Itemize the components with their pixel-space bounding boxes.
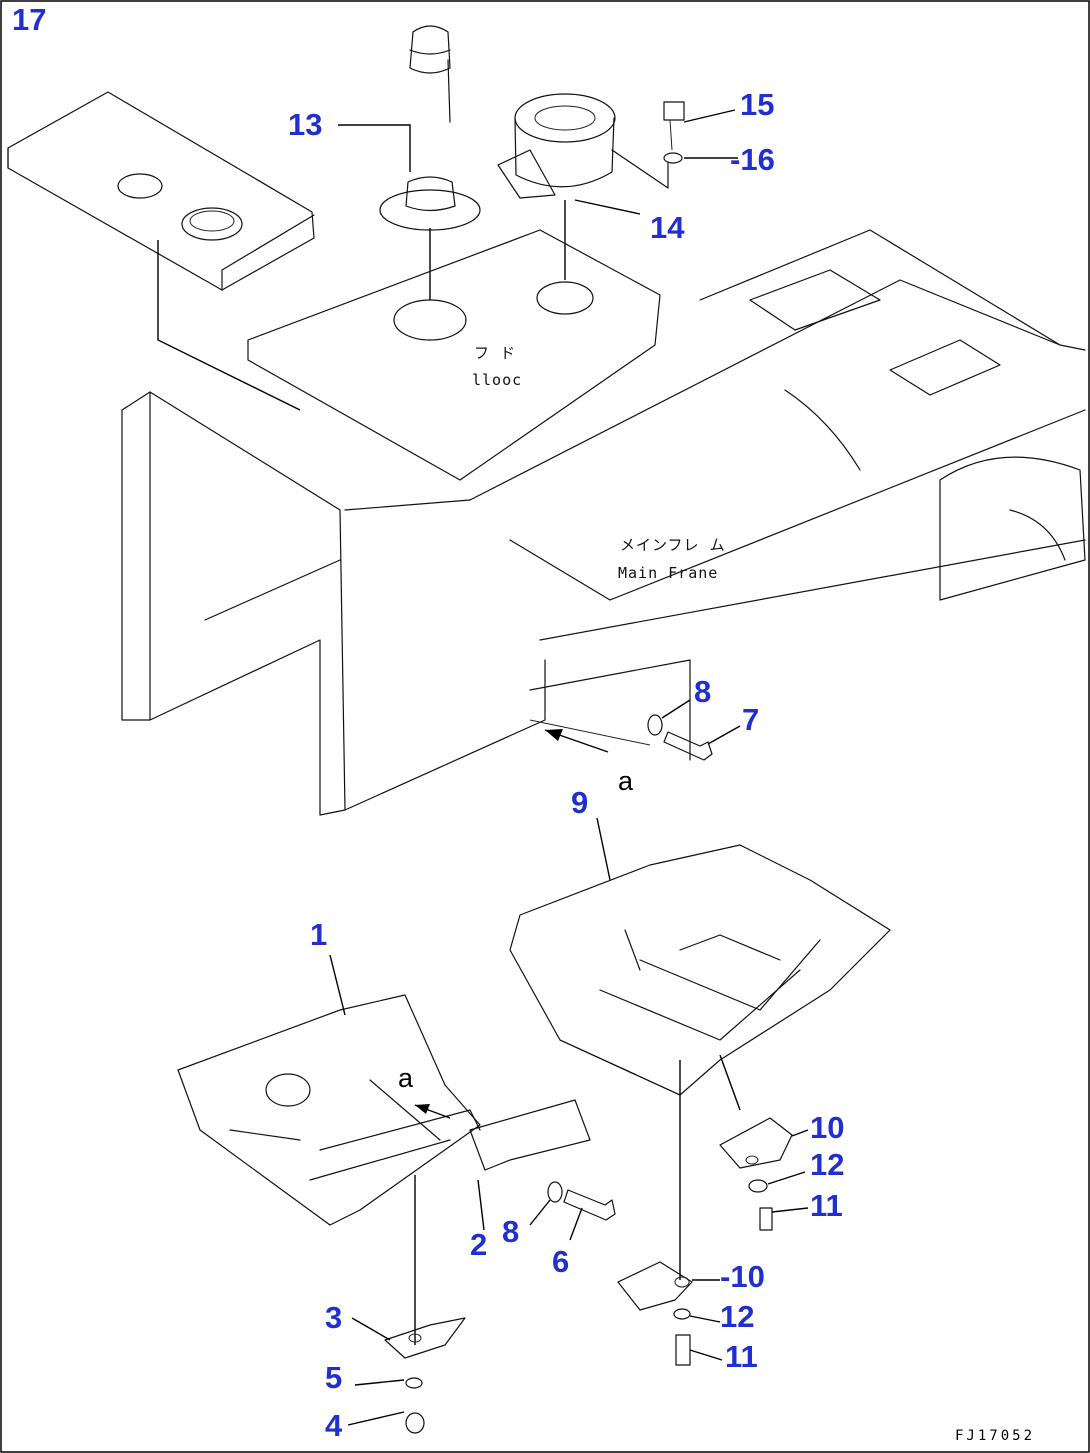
view-ref-a-bottom: a bbox=[398, 1063, 414, 1093]
callout-2: 2 bbox=[470, 1227, 487, 1262]
callout-4: 4 bbox=[325, 1408, 343, 1443]
callout-10-lower: -10 bbox=[720, 1259, 765, 1294]
callout-6: 6 bbox=[552, 1244, 569, 1279]
callout-12-upper: 12 bbox=[810, 1147, 844, 1182]
part-6-bolt bbox=[563, 1189, 616, 1241]
part-3-plate bbox=[351, 1317, 466, 1359]
callout-10-upper: 10 bbox=[810, 1110, 844, 1145]
part-10-plate-upper bbox=[719, 1117, 809, 1169]
hood-label-en: llooc bbox=[472, 371, 522, 389]
part-9-under-cover bbox=[509, 817, 891, 1280]
callout-11-upper: 11 bbox=[810, 1188, 843, 1223]
part-12-washer-lower bbox=[673, 1308, 721, 1323]
main-frame-body bbox=[121, 229, 1086, 816]
part-4-nut bbox=[347, 1411, 425, 1434]
part-8-washer-top bbox=[647, 699, 691, 736]
view-ref-a-top: a bbox=[618, 766, 634, 796]
callout-7: 7 bbox=[742, 702, 759, 737]
callout-9: 9 bbox=[571, 785, 588, 820]
hood-label-jp: フ ド bbox=[474, 344, 516, 362]
callout-8-top: 8 bbox=[694, 674, 711, 709]
callout-14: 14 bbox=[650, 210, 685, 245]
part-8-washer-bottom bbox=[529, 1181, 563, 1226]
callout-1: 1 bbox=[310, 917, 327, 952]
main-frame-label-jp: メインフレ ム bbox=[620, 536, 726, 554]
part-11-bolt-lower bbox=[675, 1334, 723, 1366]
part-11-bolt-upper bbox=[759, 1207, 809, 1231]
part-17-cover-plate bbox=[7, 91, 315, 411]
part-2-bracket bbox=[469, 1099, 591, 1231]
part-10-plate-lower bbox=[617, 1261, 720, 1311]
callout-12-lower: 12 bbox=[720, 1299, 754, 1334]
part-1-under-cover bbox=[177, 954, 481, 1345]
callout-labels: 17 13 15 -16 14 8 7 9 1 10 12 11 2 8 6 -… bbox=[12, 2, 844, 1443]
callout-3: 3 bbox=[325, 1300, 342, 1335]
part-13-boot bbox=[338, 25, 481, 300]
part-12-washer-upper bbox=[748, 1171, 806, 1193]
callout-8-bottom: 8 bbox=[502, 1214, 519, 1249]
main-frame-label-en: Main Frane bbox=[618, 564, 718, 582]
part-16-washer bbox=[663, 152, 738, 164]
callout-15: 15 bbox=[740, 87, 774, 122]
view-arrow-top bbox=[544, 729, 609, 753]
part-15-bolt bbox=[663, 101, 736, 151]
part-5-washer bbox=[354, 1377, 423, 1389]
callout-13: 13 bbox=[288, 107, 322, 142]
part-14-precleaner bbox=[497, 93, 669, 280]
view-arrow-bottom bbox=[414, 1104, 451, 1119]
callout-17: 17 bbox=[12, 2, 46, 37]
callout-16: -16 bbox=[730, 142, 775, 177]
drawing-code: FJ17052 bbox=[955, 1428, 1035, 1444]
callout-11-lower: 11 bbox=[725, 1339, 758, 1374]
part-7-bolt bbox=[663, 725, 741, 761]
callout-5: 5 bbox=[325, 1360, 342, 1395]
